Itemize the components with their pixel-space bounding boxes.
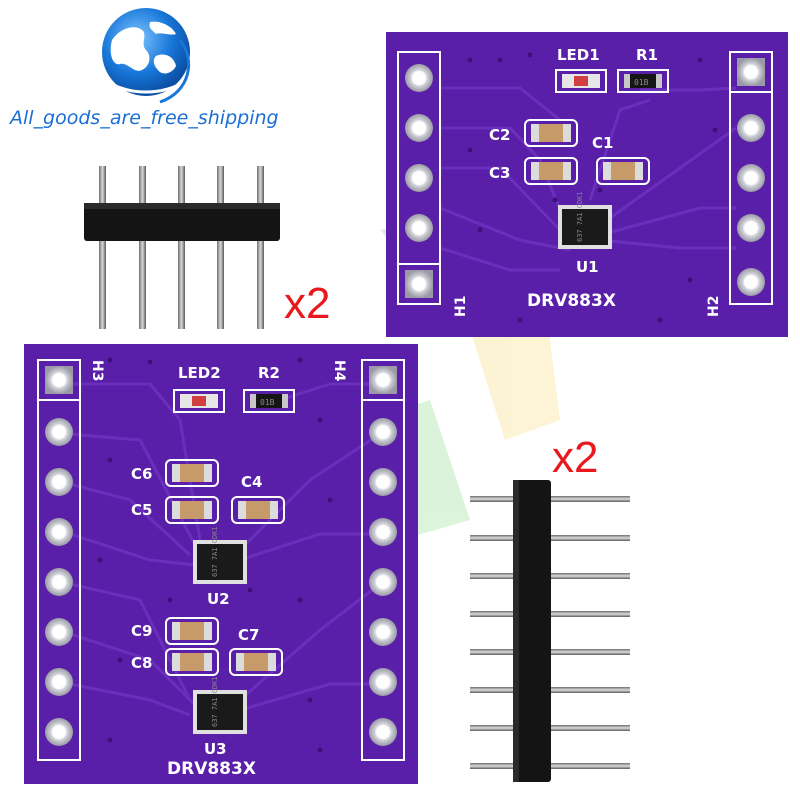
label-h2: H2 bbox=[706, 296, 722, 317]
label-r2: R2 bbox=[258, 364, 280, 382]
label-c8: C8 bbox=[131, 654, 152, 672]
label-c4: C4 bbox=[241, 473, 262, 491]
label-c5: C5 bbox=[131, 501, 152, 519]
chip-marking-u2: 637 7A1 CDK1 bbox=[211, 526, 219, 577]
resistor-marking: 01B bbox=[634, 78, 649, 87]
label-led2: LED2 bbox=[178, 364, 221, 382]
board-name-small: DRV883X bbox=[527, 291, 616, 311]
board-name-large: DRV883X bbox=[167, 759, 256, 779]
label-u3: U3 bbox=[204, 740, 227, 758]
brand-text: All_goods_are_free_shipping bbox=[8, 107, 279, 129]
label-h3: H3 bbox=[89, 360, 105, 381]
qty-vertical-header: x2 bbox=[552, 433, 598, 482]
label-r1: R1 bbox=[636, 46, 658, 64]
board-small: 01B 637 7A1 CDK1 LED1 R1 C2 C1 C3 U1 DRV… bbox=[386, 32, 788, 337]
label-c7: C7 bbox=[238, 626, 259, 644]
label-c9: C9 bbox=[131, 622, 152, 640]
label-c6: C6 bbox=[131, 465, 152, 483]
resistor-marking-r2: 01B bbox=[260, 398, 275, 407]
label-c3: C3 bbox=[489, 164, 510, 182]
label-c1: C1 bbox=[592, 134, 613, 152]
pin-header-horizontal bbox=[84, 166, 280, 329]
chip-marking-u3: 637 7A1 CDK1 bbox=[211, 676, 219, 727]
globe-logo bbox=[102, 8, 191, 104]
label-u1: U1 bbox=[576, 258, 599, 276]
pin-header-vertical bbox=[470, 480, 630, 782]
board-large: 01B 637 7A1 CDK1 637 7A1 CDK1 LED2 R2 C6… bbox=[24, 344, 418, 784]
label-h1: H1 bbox=[453, 296, 469, 317]
label-u2: U2 bbox=[207, 590, 230, 608]
label-h4: H4 bbox=[331, 360, 347, 382]
label-c2: C2 bbox=[489, 126, 510, 144]
label-led1: LED1 bbox=[557, 46, 600, 64]
chip-marking-u1: 637 7A1 CDK1 bbox=[576, 191, 584, 242]
qty-horizontal-header: x2 bbox=[284, 279, 330, 328]
